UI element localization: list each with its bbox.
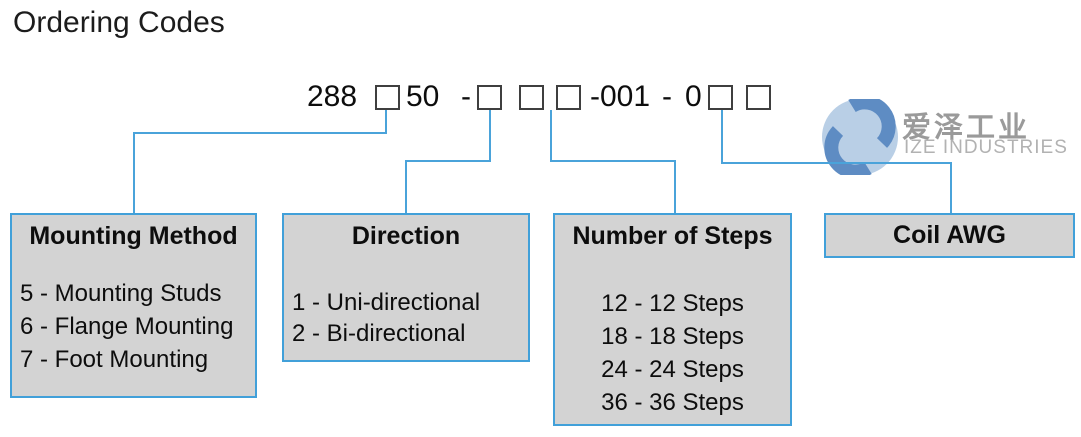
connector-1-drop [133,132,135,213]
list-item: 6 - Flange Mounting [20,313,234,340]
list-item: 5 - Mounting Studs [20,280,222,307]
coil-awg-box: Coil AWG [824,213,1075,258]
code-suffix-1: -001 [590,80,651,113]
list-item: 12 - 12 Steps [601,290,744,317]
logo-chinese-text: 爱泽工业 [902,112,1031,144]
code-placeholder-box-3 [519,85,544,110]
coil-awg-title: Coil AWG [893,221,1006,249]
connector-2-drop [405,160,407,213]
code-placeholder-box-5 [708,85,733,110]
number-of-steps-title: Number of Steps [572,222,773,250]
connector-2-horizontal [405,160,491,162]
code-dash-1: - [461,80,471,113]
code-placeholder-box-6 [746,85,771,110]
connector-2-stub [489,110,491,162]
connector-1-stub [385,110,387,134]
mounting-method-title: Mounting Method [29,222,238,250]
mounting-method-items: 5 - Mounting Studs 6 - Flange Mounting 7… [12,277,255,376]
connector-3-horizontal [550,160,676,162]
list-item: 36 - 36 Steps [601,389,744,416]
list-item: 18 - 18 Steps [601,323,744,350]
code-prefix: 288 [307,80,358,113]
code-mid: 50 [406,80,440,113]
connector-3-drop [674,160,676,213]
code-dash-2: - [662,80,672,113]
direction-items: 1 - Uni-directional 2 - Bi-directional [284,287,528,349]
direction-box: Direction 1 - Uni-directional 2 - Bi-dir… [282,213,530,362]
list-item: 24 - 24 Steps [601,356,744,383]
logo-english-text: IZE INDUSTRIES [904,137,1068,158]
list-item: 7 - Foot Mounting [20,346,209,373]
connector-4-horizontal [721,162,952,164]
list-item: 1 - Uni-directional [292,289,481,316]
code-placeholder-box-1 [375,85,400,110]
code-placeholder-box-4 [556,85,581,110]
connector-1-horizontal [133,132,387,134]
mounting-method-box: Mounting Method 5 - Mounting Studs 6 - F… [10,213,257,398]
page-title: Ordering Codes [13,6,225,39]
list-item: 2 - Bi-directional [292,320,466,347]
connector-4-stub [721,110,723,164]
code-zero: 0 [685,80,702,113]
connector-4-drop [950,162,952,213]
code-placeholder-box-2 [477,85,502,110]
connector-3-stub [550,110,552,162]
number-of-steps-items: 12 - 12 Steps 18 - 18 Steps 24 - 24 Step… [555,287,790,419]
number-of-steps-box: Number of Steps 12 - 12 Steps 18 - 18 St… [553,213,792,426]
direction-title: Direction [351,222,461,250]
